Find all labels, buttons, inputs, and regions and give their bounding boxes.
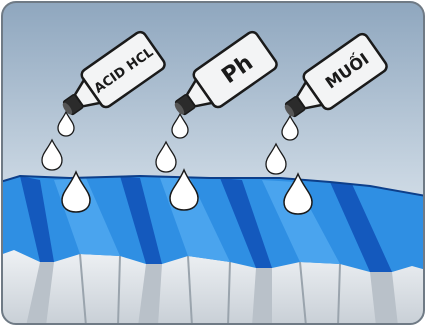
corrosion-illustration: ACID HCL Ph MUỐI xyxy=(0,0,426,326)
illustration-frame: ACID HCL Ph MUỐI xyxy=(0,0,426,326)
